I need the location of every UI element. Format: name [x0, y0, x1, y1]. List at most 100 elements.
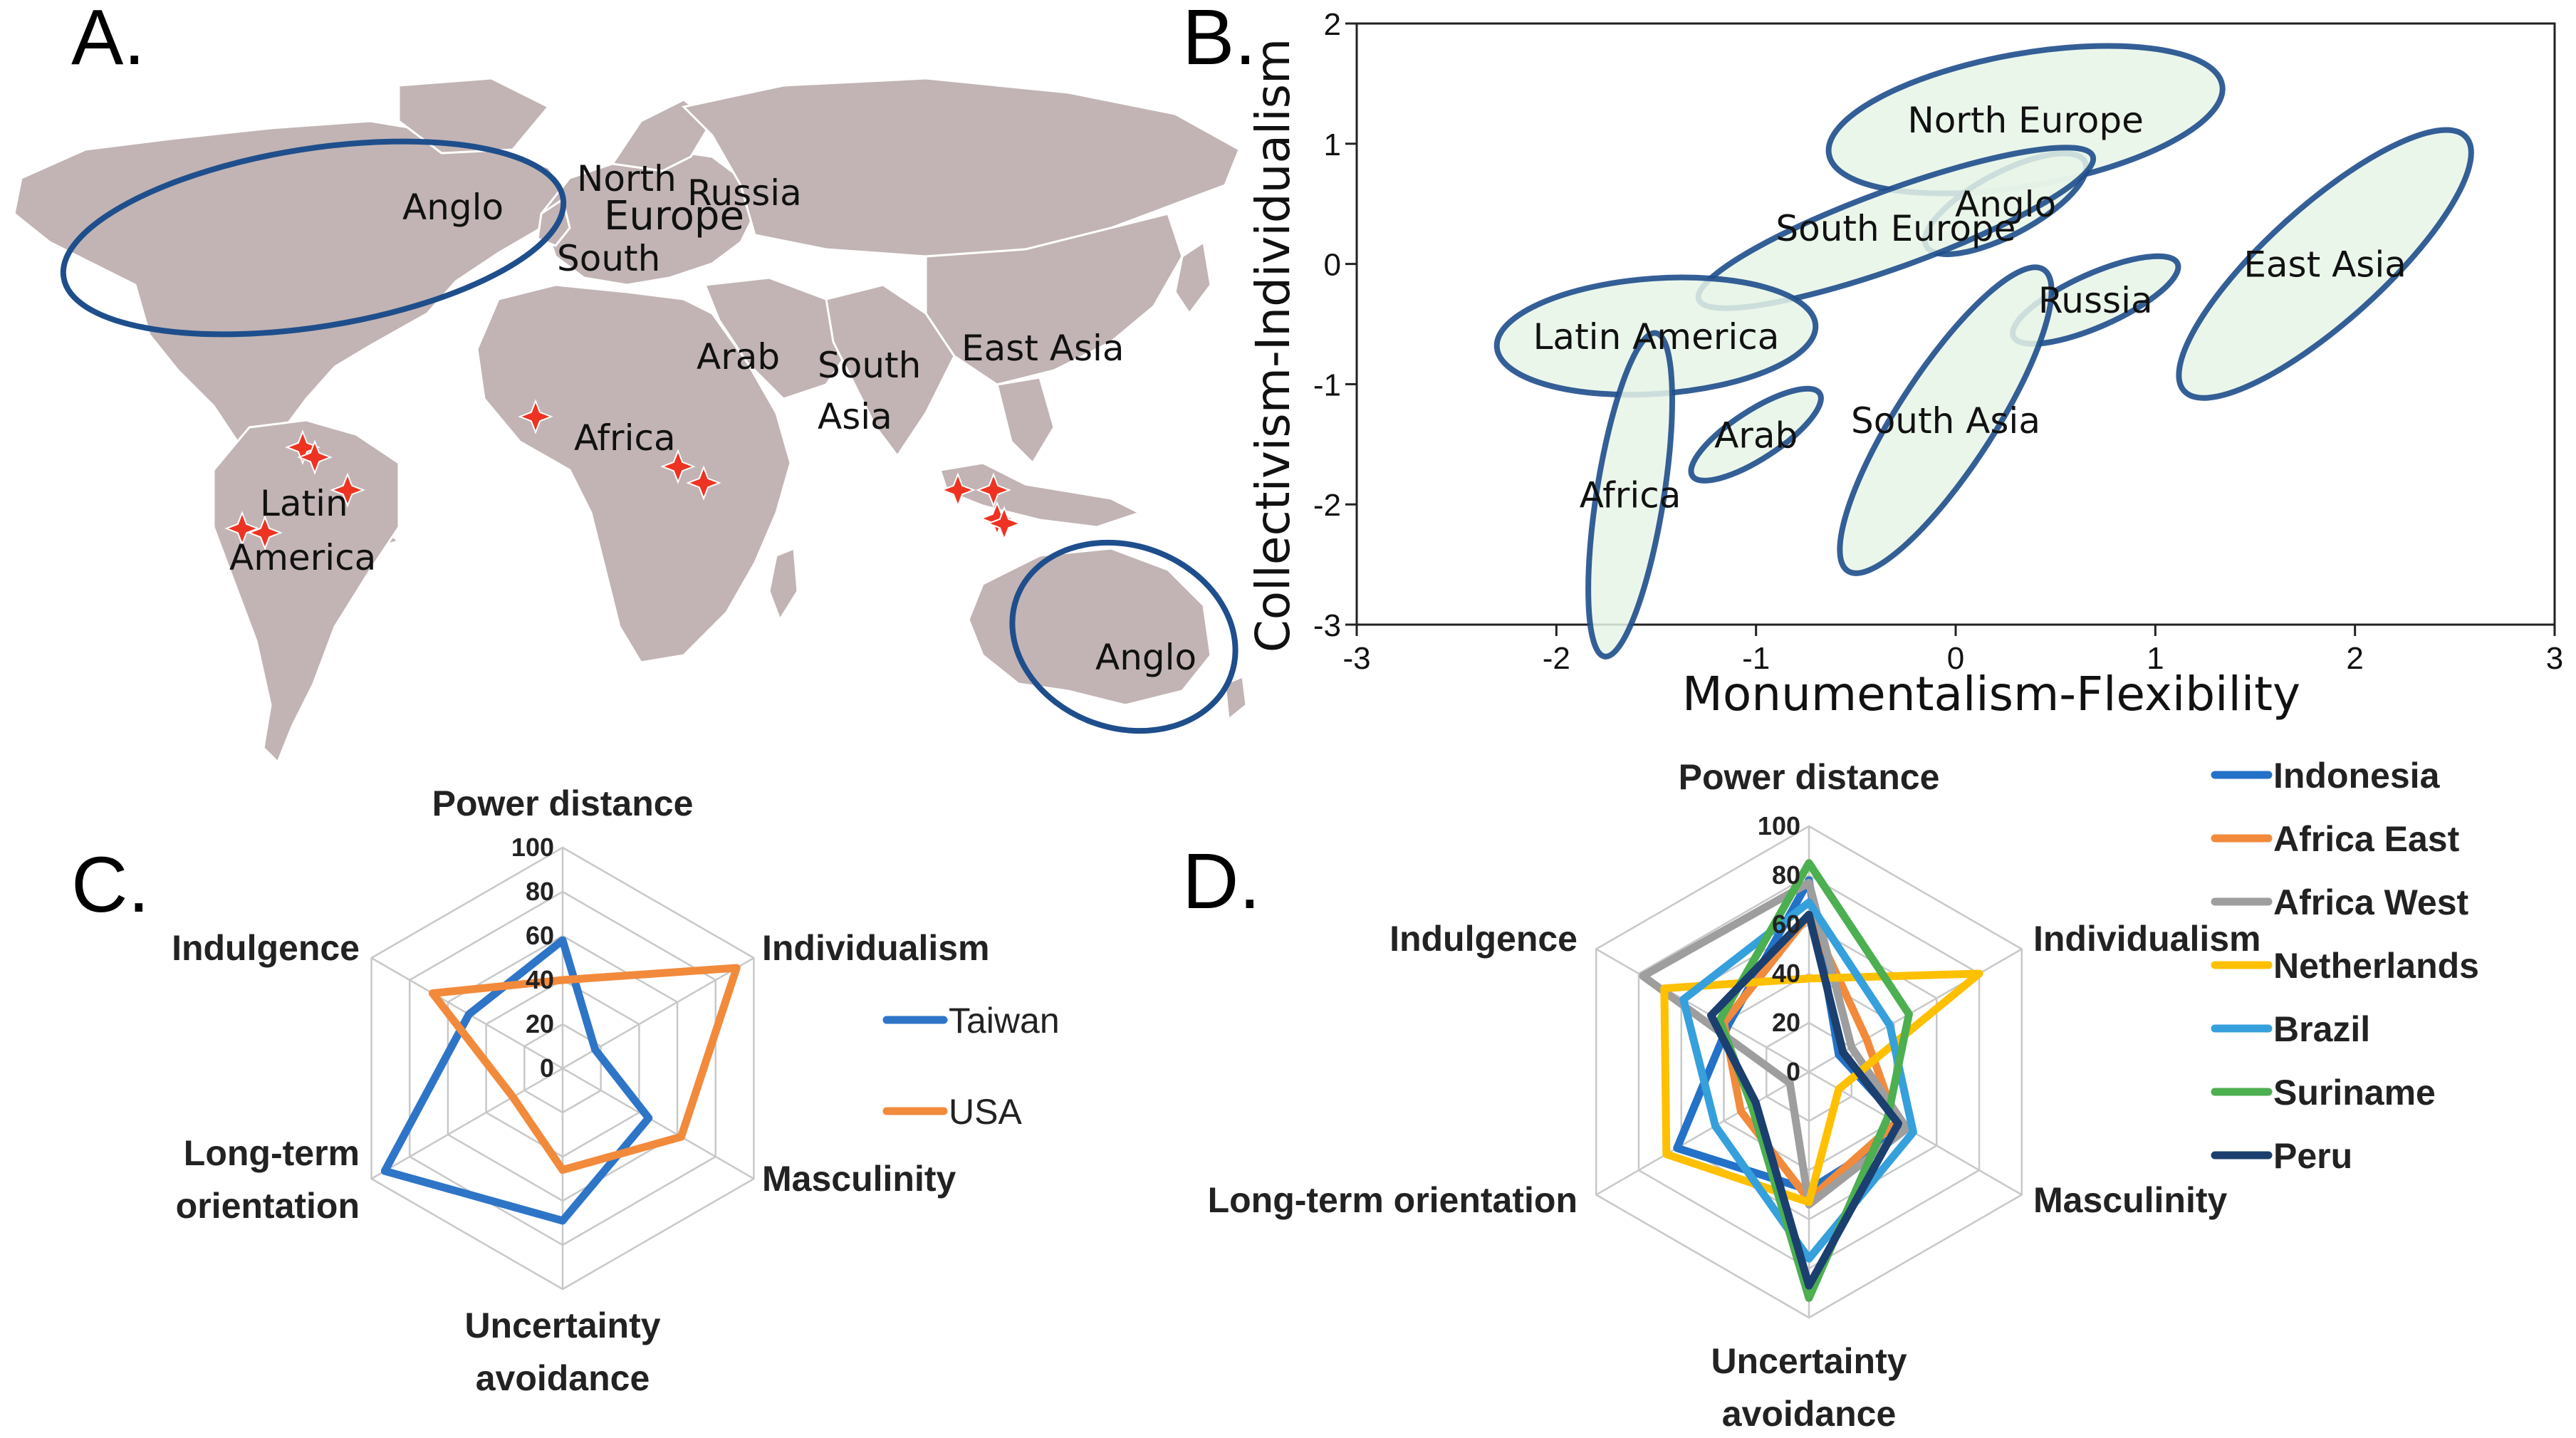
radar-axis-label: Uncertainty: [464, 1306, 660, 1345]
region-label-russia: Russia: [2038, 280, 2153, 321]
series-line-usa: [428, 964, 741, 1174]
star-marker: [686, 465, 721, 501]
panel-letter-b: B.: [1182, 0, 1256, 81]
y-tick-label: 2: [1324, 7, 1341, 42]
map-label-arab: Arab: [697, 336, 780, 377]
region-ellipse-east-asia: [2176, 127, 2474, 401]
series-line-netherlands: [1660, 969, 1983, 1207]
radar-axis-label: orientation: [176, 1186, 360, 1226]
radar-axis-label: avoidance: [1722, 1394, 1897, 1434]
radar-tick-label: 20: [1772, 1008, 1800, 1037]
map-label-south-asia-line2: Asia: [818, 396, 892, 437]
land-north-america: [13, 120, 571, 465]
map-label-latin-line2: America: [229, 537, 376, 578]
series-line-taiwan: [380, 936, 653, 1225]
map-label-south: South: [557, 238, 660, 279]
panel-a: A.: [13, 0, 1248, 764]
radar-axis-label: Indulgence: [1389, 919, 1578, 959]
legend-label-brazil: Brazil: [2273, 1009, 2370, 1049]
region-label-africa: Africa: [1580, 475, 1681, 516]
radar-tick-label: 100: [1758, 811, 1800, 840]
map-star-markers: [224, 399, 1022, 551]
world-map: [13, 77, 1248, 764]
radar-axis-label: Long-term: [184, 1133, 360, 1173]
map-label-east-asia: East Asia: [961, 328, 1125, 369]
radar-axis-label: avoidance: [476, 1358, 650, 1398]
star-marker: [330, 472, 365, 508]
radar-spoke: [562, 1067, 755, 1180]
map-ellipse-anglo-australia: [1009, 539, 1239, 734]
map-label-anglo-australia: Anglo: [1095, 637, 1196, 678]
radar-axis-label: Individualism: [2033, 919, 2261, 959]
land-south-america: [212, 419, 400, 764]
panel-letter-d: D.: [1182, 838, 1261, 925]
land-madagascar: [768, 546, 799, 622]
y-tick-label: -3: [1313, 608, 1341, 643]
region-label-south-asia: South Asia: [1851, 400, 2040, 442]
land-se-asia: [996, 376, 1055, 465]
radar-axis-label: Indulgence: [172, 928, 360, 968]
x-tick-label: -3: [1342, 641, 1370, 676]
y-tick-label: 1: [1324, 127, 1341, 162]
radar-axis-label: Masculinity: [762, 1159, 956, 1199]
map-label-europe: Europe: [604, 193, 744, 239]
region-label-anglo: Anglo: [1955, 184, 2056, 225]
radar-tick-label: 20: [526, 1009, 554, 1038]
radar-axis-label: Masculinity: [2033, 1180, 2227, 1220]
radar-spoke: [1595, 1070, 1810, 1196]
legend-label-indonesia: Indonesia: [2273, 756, 2441, 796]
land-japan: [1174, 240, 1212, 316]
panel-letter-c: C.: [71, 841, 150, 929]
land-east-asia: [924, 212, 1184, 386]
panel-letter-a: A.: [71, 0, 145, 81]
radar-tick-label: 60: [526, 921, 554, 950]
land-africa: [476, 283, 792, 664]
land-greenland: [397, 77, 551, 155]
radar-axis-label: Long-term orientation: [1208, 1180, 1578, 1220]
radar-tick-label: 40: [1772, 959, 1800, 988]
radar-tick-label: 0: [540, 1053, 554, 1083]
land-india: [825, 283, 956, 458]
legend-label-suriname: Suriname: [2273, 1073, 2436, 1113]
region-label-south-europe: South Europe: [1775, 208, 2016, 249]
y-axis-title-b: Collectivism-Individualism: [1246, 38, 1300, 653]
legend-label-netherlands: Netherlands: [2273, 946, 2479, 986]
radar-axis-label: Power distance: [1679, 757, 1940, 797]
x-tick-label: 3: [2546, 641, 2563, 676]
radar-spoke: [1595, 948, 1810, 1073]
star-marker: [297, 439, 333, 475]
land-new-zealand: [1224, 674, 1248, 721]
region-label-north-europe: North Europe: [1907, 100, 2144, 141]
x-tick-label: 0: [1947, 641, 1964, 676]
map-label-south-asia-line1: South: [818, 345, 921, 386]
legend-label-taiwan: Taiwan: [949, 1001, 1060, 1041]
series-line-peru: [1707, 910, 1902, 1290]
land-russia: [681, 77, 1241, 258]
map-label-anglo-north-america: Anglo: [402, 187, 504, 228]
star-marker: [986, 506, 1022, 541]
radar-tick-label: 0: [1786, 1057, 1800, 1086]
region-label-east-asia: East Asia: [2243, 244, 2406, 286]
map-label-latin-line1: Latin: [260, 483, 348, 524]
star-marker: [976, 472, 1011, 508]
radar-tick-label: 60: [1772, 910, 1800, 939]
x-tick-label: 2: [2346, 641, 2363, 676]
legend-label-peru: Peru: [2273, 1136, 2352, 1176]
legend-label-africa-west: Africa West: [2273, 882, 2469, 922]
radar-axis-label: Uncertainty: [1711, 1341, 1907, 1381]
x-tick-label: -1: [1742, 641, 1770, 676]
y-tick-label: 0: [1324, 248, 1341, 283]
y-tick-label: -2: [1313, 488, 1341, 523]
map-label-russia: Russia: [687, 172, 802, 214]
radar-axis-label: Individualism: [762, 928, 990, 968]
region-label-latin-america: Latin America: [1533, 316, 1780, 358]
region-ellipse-south-asia: [1837, 264, 2055, 576]
